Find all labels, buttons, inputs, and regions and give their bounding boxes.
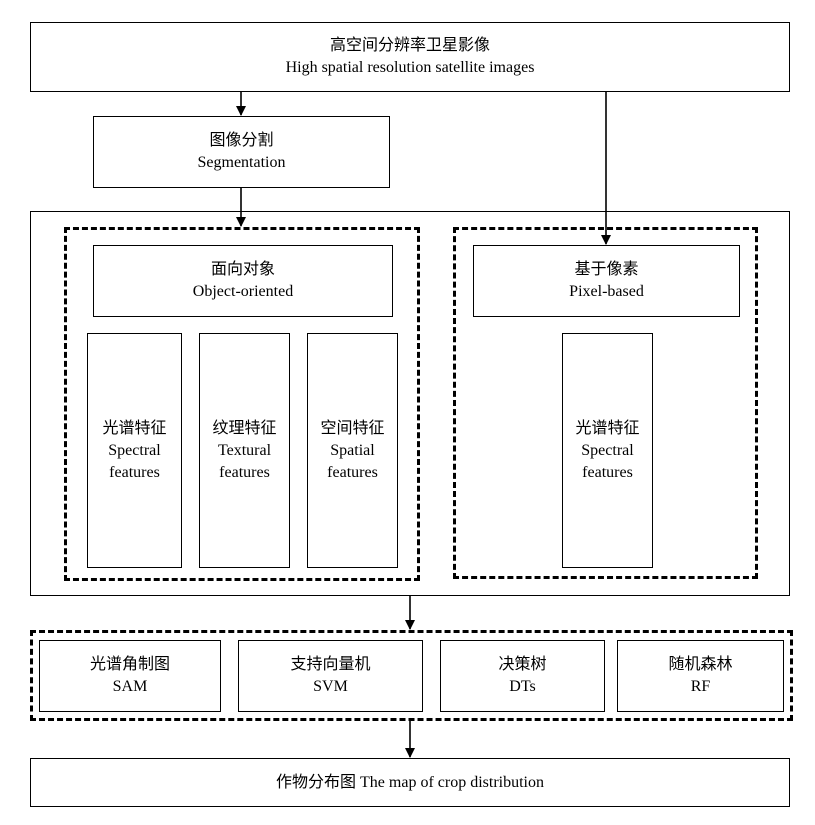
source-images-zh: 高空间分辨率卫星影像 (329, 37, 490, 54)
spatial-features-box: 空间特征 Spatial features (307, 333, 398, 568)
source-images-box: 高空间分辨率卫星影像 High spatial resolution satel… (30, 22, 790, 92)
textural-features-box: 纹理特征 Textural features (199, 333, 290, 568)
spectral-features-box-pixel: 光谱特征 Spectral features (562, 333, 653, 568)
pixel-based-en: Pixel-based (569, 283, 644, 300)
classifier-dts-box: 决策树 DTs (440, 640, 605, 712)
spatial-features-zh: 空间特征 (320, 419, 385, 437)
object-oriented-group (64, 227, 420, 581)
spatial-features-en-2: features (327, 463, 378, 481)
spectral-features-en-1: Spectral (108, 441, 161, 459)
classifier-sam-en: SAM (112, 678, 148, 695)
pixel-based-box: 基于像素 Pixel-based (473, 245, 740, 317)
classifier-rf-box: 随机森林 RF (617, 640, 784, 712)
spectral-features-en-2: features (109, 463, 160, 481)
object-oriented-en: Object-oriented (192, 283, 294, 300)
classifiers-group (30, 630, 793, 721)
pixel-spectral-features-zh: 光谱特征 (575, 419, 640, 437)
textural-features-en-1: Textural (217, 441, 272, 459)
classifier-dts-zh: 决策树 (498, 656, 547, 673)
object-oriented-box: 面向对象 Object-oriented (93, 245, 393, 317)
classifier-svm-box: 支持向量机 SVM (238, 640, 423, 712)
object-oriented-zh: 面向对象 (210, 261, 275, 278)
pixel-based-zh: 基于像素 (574, 261, 639, 278)
classifier-dts-en: DTs (509, 678, 536, 695)
source-images-en: High spatial resolution satellite images (285, 59, 535, 76)
output-map-box: 作物分布图 The map of crop distribution (30, 758, 790, 807)
textural-features-zh: 纹理特征 (212, 419, 277, 437)
segmentation-en: Segmentation (197, 154, 286, 171)
classifier-rf-zh: 随机森林 (668, 656, 733, 673)
classifier-svm-en: SVM (313, 678, 348, 695)
classifier-rf-en: RF (690, 678, 711, 695)
segmentation-zh: 图像分割 (209, 132, 274, 149)
output-map-label: 作物分布图 The map of crop distribution (276, 773, 544, 791)
classifier-svm-zh: 支持向量机 (290, 656, 371, 673)
segmentation-box: 图像分割 Segmentation (93, 116, 390, 188)
classifier-sam-box: 光谱角制图 SAM (39, 640, 221, 712)
textural-features-en-2: features (219, 463, 270, 481)
spectral-features-box-object: 光谱特征 Spectral features (87, 333, 182, 568)
spectral-features-zh: 光谱特征 (102, 419, 167, 437)
classifier-sam-zh: 光谱角制图 (89, 656, 170, 673)
pixel-spectral-features-en-1: Spectral (581, 441, 634, 459)
pixel-spectral-features-en-2: features (582, 463, 633, 481)
spatial-features-en-1: Spatial (330, 441, 375, 459)
